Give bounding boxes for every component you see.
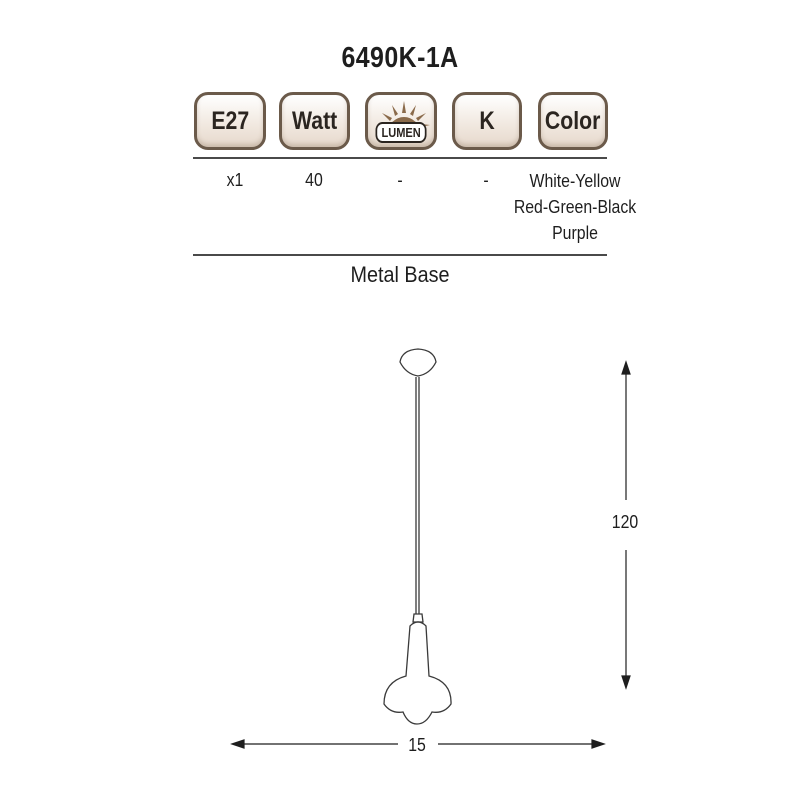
width-dimension-arrow (230, 739, 606, 749)
watt-value: 40 (305, 170, 323, 190)
badge-kelvin-label: K (479, 106, 495, 135)
lumen-value: - (397, 170, 403, 190)
base-material: Metal Base (350, 262, 450, 287)
badge-color-label: Color (545, 106, 601, 135)
color-value-1: White-Yellow (529, 171, 621, 191)
product-code: 6490K-1A (341, 42, 459, 74)
color-value-3: Purple (552, 223, 598, 243)
badge-kelvin: K (452, 92, 522, 150)
spec-divider-top (193, 157, 607, 159)
badge-lumen: LUMEN (365, 92, 437, 150)
color-value-2: Red-Green-Black (513, 197, 637, 217)
badge-watt: Watt (279, 92, 350, 150)
badge-watt-label: Watt (291, 106, 338, 135)
badge-socket-label: E27 (211, 106, 249, 135)
badge-color: Color (538, 92, 608, 150)
height-dimension-arrow (621, 360, 631, 690)
badge-lumen-label: LUMEN (375, 122, 427, 143)
spec-divider-bottom (193, 254, 607, 256)
color-values: White-Yellow Red-Green-Black Purple (509, 168, 641, 246)
socket-value: x1 (226, 170, 244, 190)
pendant-lamp-outline (383, 348, 452, 725)
width-dimension-label: 15 (408, 735, 426, 755)
height-dimension-label: 120 (611, 512, 639, 532)
badge-socket: E27 (194, 92, 266, 150)
kelvin-value: - (483, 170, 489, 190)
